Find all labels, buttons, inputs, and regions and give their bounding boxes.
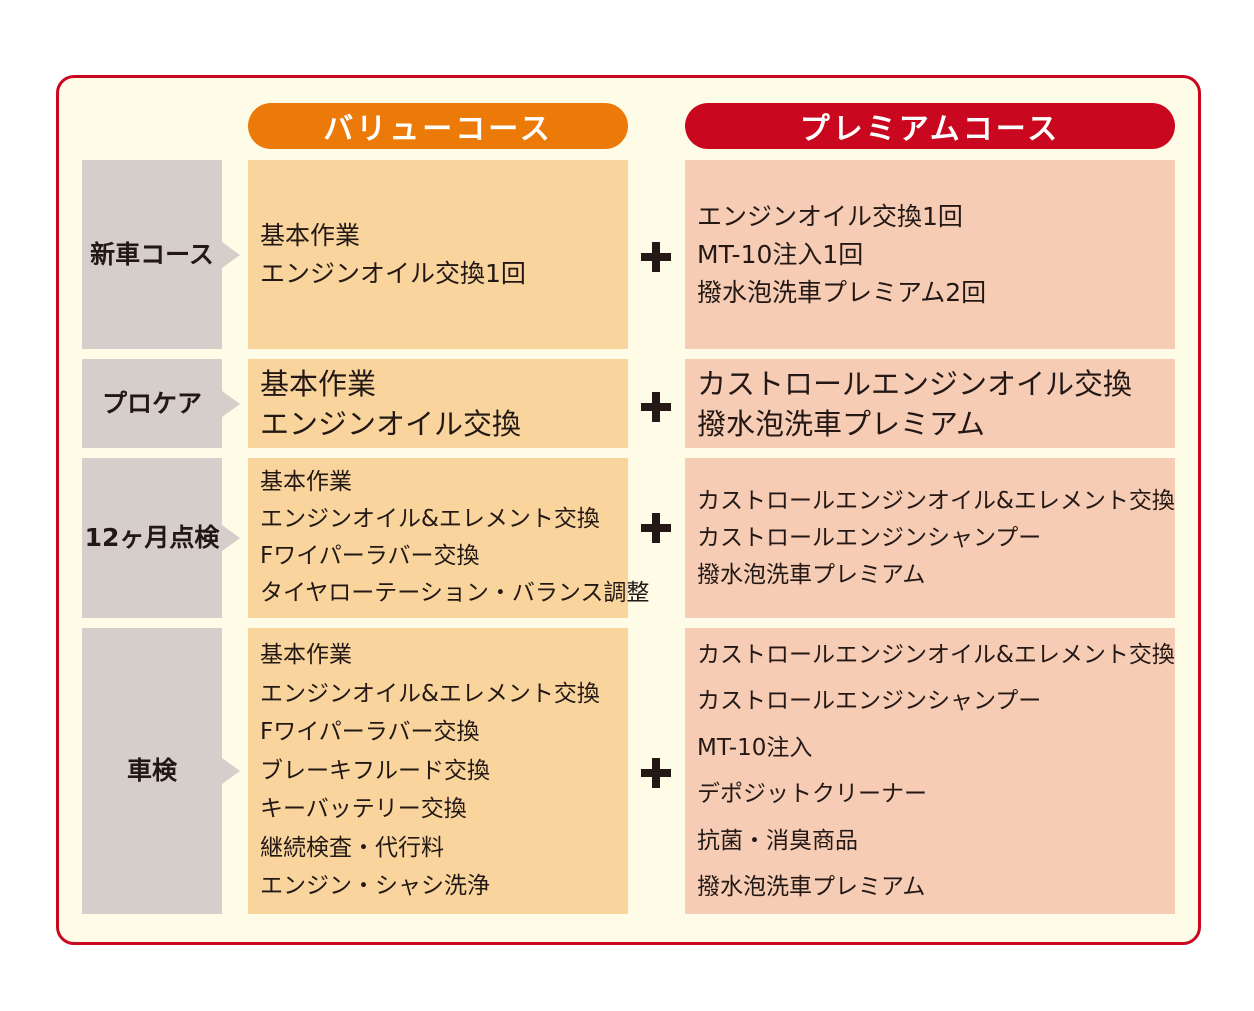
- value-cell-new-car: 基本作業 エンジンオイル交換1回: [248, 160, 628, 349]
- list-item: エンジンオイル交換: [260, 406, 522, 441]
- row-label-line: 新車: [90, 239, 141, 269]
- list-item: エンジンオイル交換1回: [260, 258, 526, 288]
- plus-icon: [641, 242, 671, 272]
- plus-icon: [641, 392, 671, 422]
- list-item: 撥水泡洗車プレミアム2回: [697, 277, 987, 307]
- list-item: MT-10注入1回: [697, 239, 864, 269]
- list-item: エンジン・シャシ洗浄: [260, 873, 490, 900]
- row-label-shaken: 車検: [82, 628, 240, 914]
- list-item: カストロールエンジンオイル&エレメント交換: [697, 487, 1175, 514]
- list-item: Fワイパーラバー交換: [260, 719, 480, 746]
- row-label-new-car: 新車 コース: [82, 160, 240, 349]
- premium-cell-12-month-inspection: カストロールエンジンオイル&エレメント交換 カストロールエンジンシャンプー 撥水…: [685, 458, 1175, 618]
- list-item: ブレーキフルード交換: [260, 757, 490, 784]
- list-item: エンジンオイル&エレメント交換: [260, 680, 600, 707]
- value-cell-pro-care: 基本作業 エンジンオイル交換: [248, 359, 628, 448]
- row-label-line: 点検: [169, 523, 220, 552]
- premium-cell-new-car: エンジンオイル交換1回 MT-10注入1回 撥水泡洗車プレミアム2回: [685, 160, 1175, 349]
- list-item: 抗菌・消臭商品: [697, 827, 858, 854]
- value-cell-shaken: 基本作業 エンジンオイル&エレメント交換 Fワイパーラバー交換 ブレーキフルード…: [248, 628, 628, 914]
- list-item: 基本作業: [260, 220, 361, 250]
- list-item: タイヤローテーション・バランス調整: [260, 580, 650, 606]
- premium-cell-pro-care: カストロールエンジンオイル交換 撥水泡洗車プレミアム: [685, 359, 1175, 448]
- list-item: 基本作業: [260, 366, 377, 401]
- list-item: 撥水泡洗車プレミアム: [697, 561, 926, 588]
- row-label-line: 12ヶ月: [84, 523, 170, 552]
- value-cell-12-month-inspection: 基本作業 エンジンオイル&エレメント交換 Fワイパーラバー交換 タイヤローテーシ…: [248, 458, 650, 618]
- list-item: エンジンオイル&エレメント交換: [260, 506, 600, 532]
- list-item: カストロールエンジンオイル&エレメント交換: [697, 641, 1175, 668]
- row-label-line: 車検: [126, 756, 177, 785]
- list-item: カストロールエンジンシャンプー: [697, 524, 1042, 551]
- list-item: デポジットクリーナー: [697, 781, 927, 807]
- list-item: 撥水泡洗車プレミアム: [697, 874, 926, 900]
- list-item: 基本作業: [260, 469, 352, 495]
- row-label-line: コース: [140, 239, 214, 269]
- row-label-pro-care: プロケア: [82, 359, 240, 448]
- premium-course-header: プレミアムコース: [685, 103, 1175, 149]
- premium-cell-shaken: カストロールエンジンオイル&エレメント交換 カストロールエンジンシャンプー MT…: [685, 628, 1175, 914]
- plus-icon: [641, 758, 671, 788]
- list-item: キーバッテリー交換: [260, 796, 467, 823]
- list-item: 基本作業: [260, 642, 352, 669]
- list-item: エンジンオイル交換1回: [697, 201, 963, 231]
- list-item: カストロールエンジンシャンプー: [697, 688, 1042, 714]
- row-label-12-month-inspection: 12ヶ月 点検: [82, 458, 240, 618]
- plus-icon: [641, 513, 671, 543]
- list-item: カストロールエンジンオイル交換: [697, 366, 1133, 401]
- row-label-line: プロケア: [101, 388, 202, 418]
- list-item: 継続検査・代行料: [260, 834, 444, 861]
- list-item: 撥水泡洗車プレミアム: [697, 406, 985, 441]
- value-course-header: バリューコース: [248, 103, 628, 149]
- list-item: MT-10注入: [697, 734, 813, 761]
- list-item: Fワイパーラバー交換: [260, 543, 480, 569]
